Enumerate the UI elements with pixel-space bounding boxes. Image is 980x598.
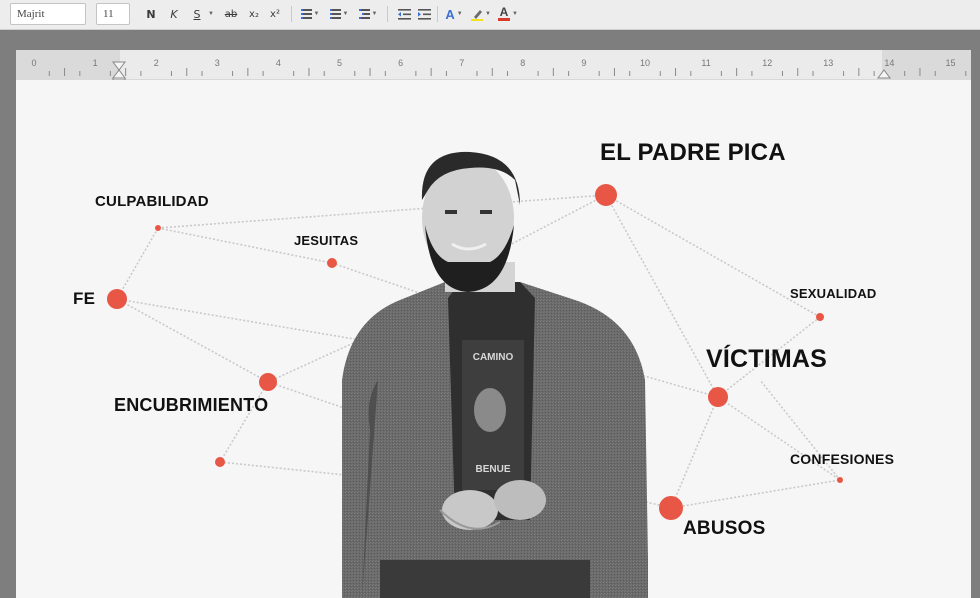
label-abusos: ABUSOS <box>683 518 766 539</box>
node-abusos <box>659 496 683 520</box>
node-padre-pica <box>595 184 617 206</box>
ruler-number: 14 <box>884 58 894 68</box>
illustration-image: CAMINO BENUE <box>107 151 843 598</box>
ruler-number: 9 <box>581 58 586 68</box>
font-color-icon: A <box>498 5 511 21</box>
increase-indent-button[interactable] <box>415 3 433 25</box>
toolbar-separator <box>387 6 388 22</box>
toolbar-separator <box>437 6 438 22</box>
shirt-print-bottom: BENUE <box>475 464 510 475</box>
text-effects-icon: A <box>445 6 455 22</box>
strikethrough-button[interactable]: ab <box>224 8 238 20</box>
left-indent-marker-icon[interactable] <box>112 50 126 80</box>
ruler-number: 2 <box>154 58 159 68</box>
node-encubrimiento <box>259 373 277 391</box>
ruler-left-margin <box>16 50 120 80</box>
decrease-indent-button[interactable] <box>395 3 413 25</box>
ruler-right-margin <box>882 50 971 80</box>
font-name-field[interactable]: Majrit <box>10 3 86 25</box>
superscript-button[interactable]: x² <box>270 8 280 20</box>
highlight-color-button[interactable]: ▼ <box>469 3 493 25</box>
increase-indent-icon <box>417 8 431 20</box>
toolbar-separator <box>291 6 292 22</box>
node-culpabilidad <box>155 225 161 231</box>
chevron-down-icon: ▼ <box>313 11 320 17</box>
ruler-number: 3 <box>215 58 220 68</box>
label-fe: FE <box>73 289 96 308</box>
subscript-button[interactable]: x₂ <box>249 8 259 20</box>
formatting-toolbar: Majrit 11 N K S ▼ ab x₂ x² ▼ ▼ ▼ A ▼ ▼ A… <box>0 0 980 30</box>
highlighter-icon <box>471 9 484 21</box>
bold-button[interactable]: N <box>146 7 156 21</box>
label-sexualidad: SEXUALIDAD <box>790 286 877 301</box>
bullet-list-button[interactable]: ▼ <box>297 3 323 25</box>
node-victimas <box>708 387 728 407</box>
network-edges <box>116 194 841 509</box>
multilevel-list-button[interactable]: ▼ <box>355 3 381 25</box>
italic-button[interactable]: K <box>170 7 178 21</box>
decrease-indent-icon <box>397 8 411 20</box>
label-culpabilidad: CULPABILIDAD <box>95 193 209 210</box>
ruler-number: 10 <box>640 58 650 68</box>
label-confesiones: CONFESIONES <box>790 451 895 467</box>
person-figure: CAMINO BENUE <box>342 151 648 598</box>
label-jesuitas: JESUITAS <box>294 233 359 248</box>
chevron-down-icon: ▼ <box>371 11 378 17</box>
ruler-number: 12 <box>762 58 772 68</box>
node-confesiones <box>837 477 843 483</box>
label-padre-pica: EL PADRE PICA <box>600 139 786 166</box>
node-jesuitas <box>327 258 337 268</box>
ruler-number: 7 <box>459 58 464 68</box>
ruler-number: 0 <box>31 58 36 68</box>
node-fe <box>107 289 127 309</box>
label-victimas: VÍCTIMAS <box>706 345 828 373</box>
ruler-number: 6 <box>398 58 403 68</box>
font-color-button[interactable]: A ▼ <box>496 3 520 25</box>
bullet-list-icon <box>300 9 312 19</box>
numbered-list-icon <box>329 9 341 19</box>
multilevel-list-icon <box>358 9 370 19</box>
chevron-down-icon: ▼ <box>342 11 349 17</box>
node-small <box>215 457 225 467</box>
underline-dropdown-chevron-icon[interactable]: ▼ <box>208 11 214 17</box>
label-encubrimiento: ENCUBRIMIENTO <box>114 395 269 415</box>
chevron-down-icon: ▼ <box>485 11 491 17</box>
shirt-print-top: CAMINO <box>473 352 514 363</box>
network-nodes <box>107 184 843 520</box>
ruler-number: 4 <box>276 58 281 68</box>
right-indent-marker-icon[interactable] <box>877 50 891 80</box>
font-size-field[interactable]: 11 <box>96 3 130 25</box>
ruler-number: 5 <box>337 58 342 68</box>
ruler-number: 15 <box>945 58 955 68</box>
node-sexualidad <box>816 313 824 321</box>
chevron-down-icon: ▼ <box>456 11 463 17</box>
ruler-number: 11 <box>701 58 710 68</box>
ruler-number: 13 <box>823 58 833 68</box>
ruler-number: 8 <box>520 58 525 68</box>
text-effects-button[interactable]: A ▼ <box>442 3 466 25</box>
document-page[interactable]: CAMINO BENUE <box>16 50 971 598</box>
underline-button[interactable]: S <box>193 7 201 21</box>
chevron-down-icon: ▼ <box>512 11 518 17</box>
numbered-list-button[interactable]: ▼ <box>326 3 352 25</box>
ruler-number: 1 <box>93 58 98 68</box>
